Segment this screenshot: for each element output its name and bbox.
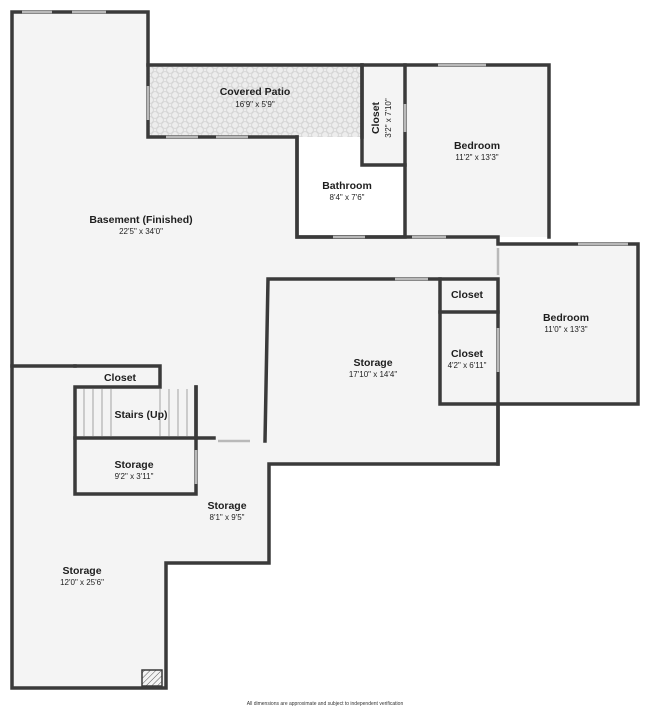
storage-small-name: Storage — [114, 459, 153, 471]
closet-left-wall — [73, 364, 198, 496]
storage-small-dims: 9'2" x 3'11" — [115, 472, 154, 481]
stairs-treads — [83, 389, 188, 436]
bedroom-top-dims: 11'2" x 13'3" — [455, 153, 498, 162]
closet-vertical-name: Closet — [370, 101, 382, 134]
patio-floor — [148, 65, 362, 137]
closet-mid-name: Closet — [451, 289, 484, 301]
room-labels: Covered Patio 16'9" x 5'9" Closet 3'2" x… — [60, 86, 589, 707]
closet-small-name: Closet — [451, 348, 484, 360]
closet-vertical-dims: 3'2" x 7'10" — [384, 98, 393, 138]
bedroom-right-dims: 11'0" x 13'3" — [544, 325, 587, 334]
bedroom-top-floor — [405, 65, 549, 237]
storage-mid-dims: 8'1" x 9'5" — [210, 513, 245, 522]
floor-fills — [12, 12, 638, 688]
bedroom-top-name: Bedroom — [454, 140, 500, 152]
bedroom-right-name: Bedroom — [543, 312, 589, 324]
closet-vertical-floor — [362, 65, 405, 165]
covered-patio-name: Covered Patio — [220, 86, 291, 98]
storage-main-name: Storage — [353, 357, 392, 369]
basement-dims: 22'5" x 34'0" — [119, 227, 163, 236]
storage-mid-name: Storage — [207, 500, 246, 512]
storage-main-dims: 17'10" x 14'4" — [349, 370, 397, 379]
closet-left-name: Closet — [104, 372, 137, 384]
basement-name: Basement (Finished) — [89, 214, 192, 226]
windows — [22, 10, 628, 484]
closet-small-dims: 4'2" x 6'11" — [448, 361, 487, 370]
upper-block-wall — [360, 63, 551, 239]
main-floor — [12, 12, 638, 688]
bathroom-name: Bathroom — [322, 180, 372, 192]
disclaimer: All dimensions are approximate and subje… — [247, 701, 404, 707]
closet-right-wall — [438, 277, 500, 406]
hatched-post — [141, 669, 163, 687]
storage-large-dims: 12'0" x 25'6" — [60, 578, 104, 587]
covered-patio-dims: 16'9" x 5'9" — [235, 100, 275, 109]
storage-large-name: Storage — [62, 565, 101, 577]
stairs-name: Stairs (Up) — [114, 409, 167, 421]
bathroom-dims: 8'4" x 7'6" — [330, 193, 365, 202]
